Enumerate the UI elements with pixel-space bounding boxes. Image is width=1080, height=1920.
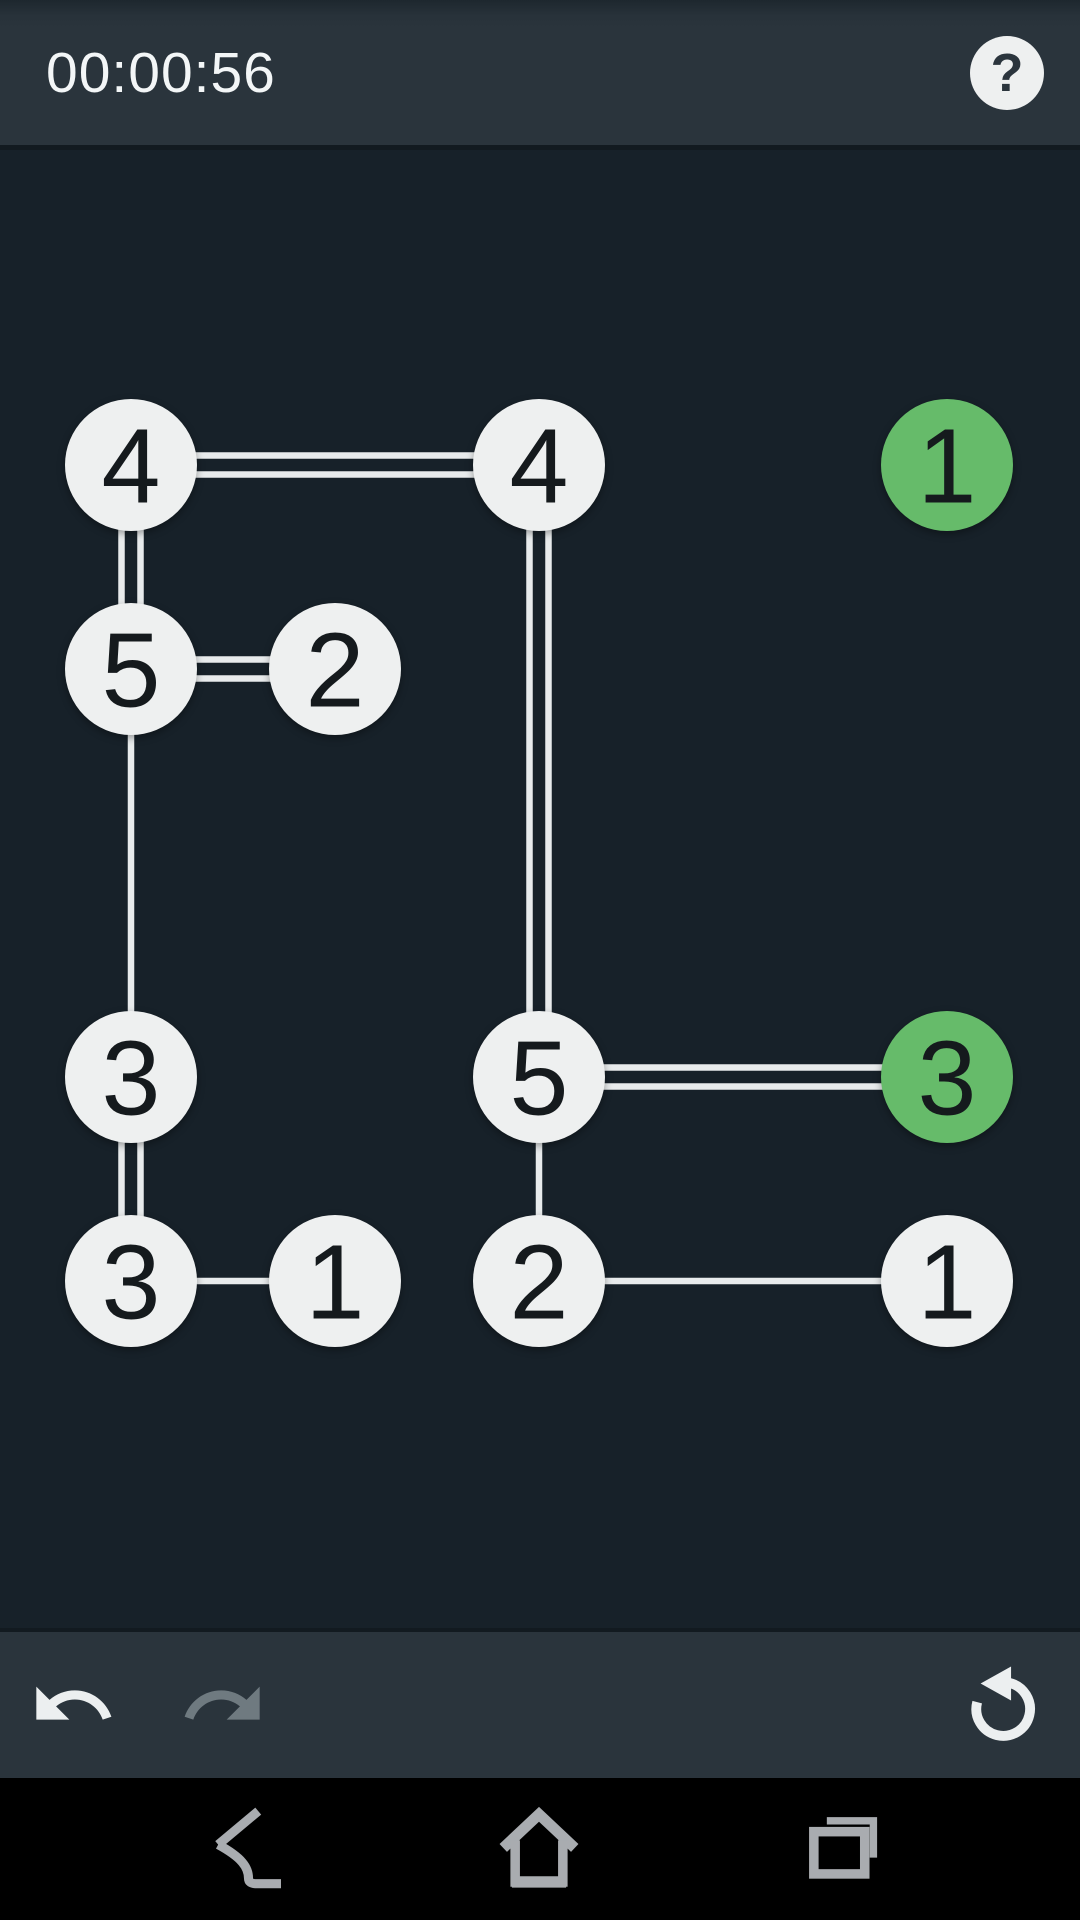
node-C-value-1[interactable]: 1 [881,399,1013,531]
node-value-label: 4 [102,408,161,526]
toolbar [0,1628,1080,1778]
app-bar: 00:00:56 ? [0,0,1080,150]
node-value-label: 2 [510,1224,569,1342]
back-arrow-icon [215,1807,281,1889]
redo-arrow-icon [184,1686,260,1720]
help-icon: ? [990,43,1024,103]
node-circle-white[interactable] [881,1215,1013,1347]
nav-recents-button[interactable] [787,1794,897,1904]
help-button[interactable]: ? [970,36,1044,110]
node-value-label: 5 [510,1020,569,1138]
node-L-value-1[interactable]: 1 [881,1215,1013,1347]
node-circle-white[interactable] [65,1215,197,1347]
node-circle-white[interactable] [269,603,401,735]
node-H-value-3[interactable]: 3 [881,1011,1013,1143]
node-circle-white[interactable] [65,1011,197,1143]
node-value-label: 3 [102,1224,161,1342]
node-F-value-3[interactable]: 3 [65,1011,197,1143]
node-value-label: 2 [306,612,365,730]
timer: 00:00:56 [46,40,276,105]
nav-back-button[interactable] [187,1794,297,1904]
node-value-label: 1 [918,408,977,526]
node-value-label: 3 [102,1020,161,1138]
game-board[interactable]: 4 4 1 5 2 3 5 3 3 1 2 1 [0,150,1080,1628]
android-navbar [0,1778,1080,1920]
restart-circular-arrow-icon [971,1666,1035,1741]
node-value-label: 1 [918,1224,977,1342]
node-circle-white[interactable] [65,399,197,531]
home-icon [499,1806,579,1888]
node-I-value-3[interactable]: 3 [65,1215,197,1347]
restart-button[interactable] [948,1650,1058,1760]
node-E-value-2[interactable]: 2 [269,603,401,735]
node-value-label: 1 [306,1224,365,1342]
node-K-value-2[interactable]: 2 [473,1215,605,1347]
node-circle-white[interactable] [65,603,197,735]
puzzle-canvas[interactable]: 4 4 1 5 2 3 5 3 3 1 2 1 [0,150,1080,1628]
nav-home-button[interactable] [484,1794,594,1904]
node-value-label: 3 [918,1020,977,1138]
undo-button[interactable] [18,1650,128,1760]
node-circle-white[interactable] [473,399,605,531]
node-B-value-4[interactable]: 4 [473,399,605,531]
node-A-value-4[interactable]: 4 [65,399,197,531]
node-D-value-5[interactable]: 5 [65,603,197,735]
node-circle-green[interactable] [881,1011,1013,1143]
undo-arrow-icon [36,1686,112,1720]
node-J-value-1[interactable]: 1 [269,1215,401,1347]
node-circle-white[interactable] [269,1215,401,1347]
node-circle-white[interactable] [473,1011,605,1143]
node-circle-green[interactable] [881,399,1013,531]
node-value-label: 4 [510,408,569,526]
redo-button[interactable] [168,1650,278,1760]
node-circle-white[interactable] [473,1215,605,1347]
node-value-label: 5 [102,612,161,730]
node-G-value-5[interactable]: 5 [473,1011,605,1143]
recents-icon [809,1817,878,1879]
